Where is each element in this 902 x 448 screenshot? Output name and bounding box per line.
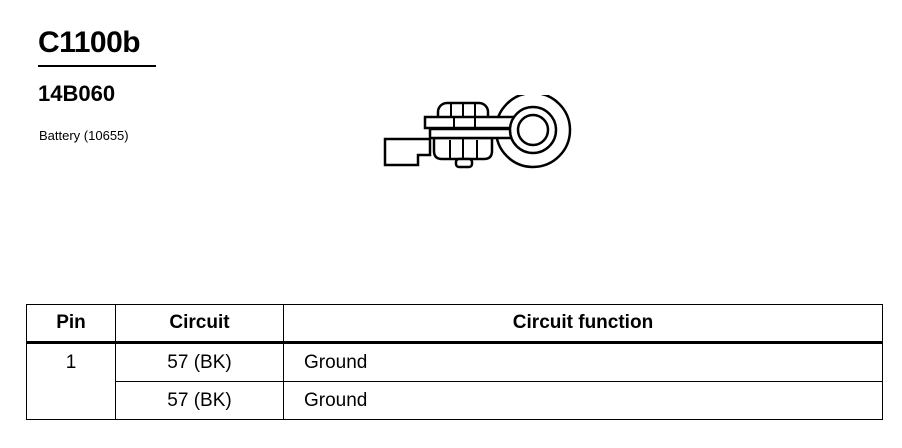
pin-cell: 1	[26, 342, 116, 420]
column-header-circuit-function: Circuit function	[283, 304, 883, 343]
pin-table: Pin Circuit Circuit function 1 57 (BK) G…	[26, 304, 883, 420]
connector-id: C1100b	[38, 26, 141, 59]
table-header-row: Pin Circuit Circuit function	[26, 304, 883, 343]
circuit-cell: 57 (BK)	[115, 342, 284, 382]
circuit-cell: 57 (BK)	[115, 381, 284, 420]
battery-terminal-connector-drawing	[383, 95, 572, 169]
circuit-function-cell: Ground	[283, 381, 883, 420]
column-header-pin: Pin	[26, 304, 116, 343]
table-row: 57 (BK) Ground	[27, 381, 883, 420]
part-number: 14B060	[38, 81, 116, 106]
table-row: 1 57 (BK) Ground	[26, 342, 883, 420]
component-name: Battery (10655)	[39, 128, 129, 143]
circuit-function-cell: Ground	[283, 342, 883, 382]
column-header-circuit: Circuit	[115, 304, 284, 343]
title-underline	[38, 65, 156, 67]
